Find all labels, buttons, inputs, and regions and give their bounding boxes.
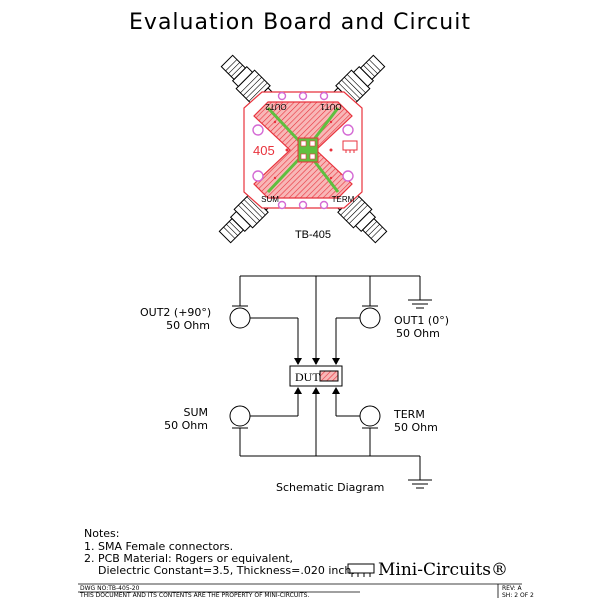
schematic xyxy=(229,275,432,489)
port-term-symbol xyxy=(359,405,381,427)
board-part-number: 405 xyxy=(253,143,275,158)
pin-2: 2 xyxy=(315,389,318,395)
pin-5: 5 xyxy=(315,360,318,366)
note-2-continued: Dielectric Constant=3.5, Thickness=.020 … xyxy=(84,564,355,577)
notes-heading: Notes: xyxy=(84,527,120,540)
evaluation-board: 405 OUT2 OUT1 SUM TERM xyxy=(215,51,391,247)
board-label-term: TERM xyxy=(332,195,355,204)
port-out1-name: OUT1 (0°) xyxy=(394,314,450,327)
board-name: TB-405 xyxy=(295,229,331,241)
pin-1: 1 xyxy=(297,389,300,395)
board-label-out2: OUT2 xyxy=(265,102,287,111)
port-sum-symbol xyxy=(229,405,251,427)
sheet-number: SH: 2 OF 2 xyxy=(502,592,534,599)
board-logo-mark xyxy=(342,140,358,153)
port-term-name: TERM xyxy=(394,408,425,421)
dut-label: DUT xyxy=(295,370,320,384)
port-sum-name: SUM xyxy=(183,406,208,419)
brand-name: Mini-Circuits® xyxy=(378,560,509,580)
port-out1-symbol xyxy=(359,307,381,329)
brand-logo-icon xyxy=(347,563,375,577)
port-sum-impedance: 50 Ohm xyxy=(164,419,208,432)
board-label-out1: OUT1 xyxy=(320,102,342,111)
pin-3: 3 xyxy=(335,389,338,395)
port-out1-impedance: 50 Ohm xyxy=(396,327,440,340)
note-1: 1. SMA Female connectors. xyxy=(84,540,234,553)
drawing-number: DWG NO:TB-405-20 xyxy=(80,585,140,592)
note-2: 2. PCB Material: Rogers or equivalent, xyxy=(84,552,293,565)
port-label-sum: SUM 50 Ohm xyxy=(150,406,208,432)
port-label-out1: OUT1 (0°) 50 Ohm xyxy=(394,314,449,340)
dut-box xyxy=(289,365,343,387)
page-title: Evaluation Board and Circuit xyxy=(129,10,471,35)
port-label-term: TERM 50 Ohm xyxy=(394,408,438,434)
port-out2-symbol xyxy=(229,307,251,329)
board-label-sum: SUM xyxy=(261,195,279,204)
port-term-impedance: 50 Ohm xyxy=(394,421,438,434)
port-label-out2: OUT2 (+90°) 50 Ohm xyxy=(140,306,212,332)
pin-4: 4 xyxy=(335,360,338,366)
rf-traces xyxy=(266,106,340,194)
property-notice: THIS DOCUMENT AND ITS CONTENTS ARE THE P… xyxy=(80,592,310,599)
port-out2-name: OUT2 (+90°) xyxy=(140,306,212,319)
port-out2-impedance: 50 Ohm xyxy=(166,319,210,332)
pin-6: 6 xyxy=(297,360,300,366)
schematic-caption: Schematic Diagram xyxy=(276,481,385,494)
revision: REV: A xyxy=(502,585,522,592)
mounting-holes xyxy=(252,91,354,210)
